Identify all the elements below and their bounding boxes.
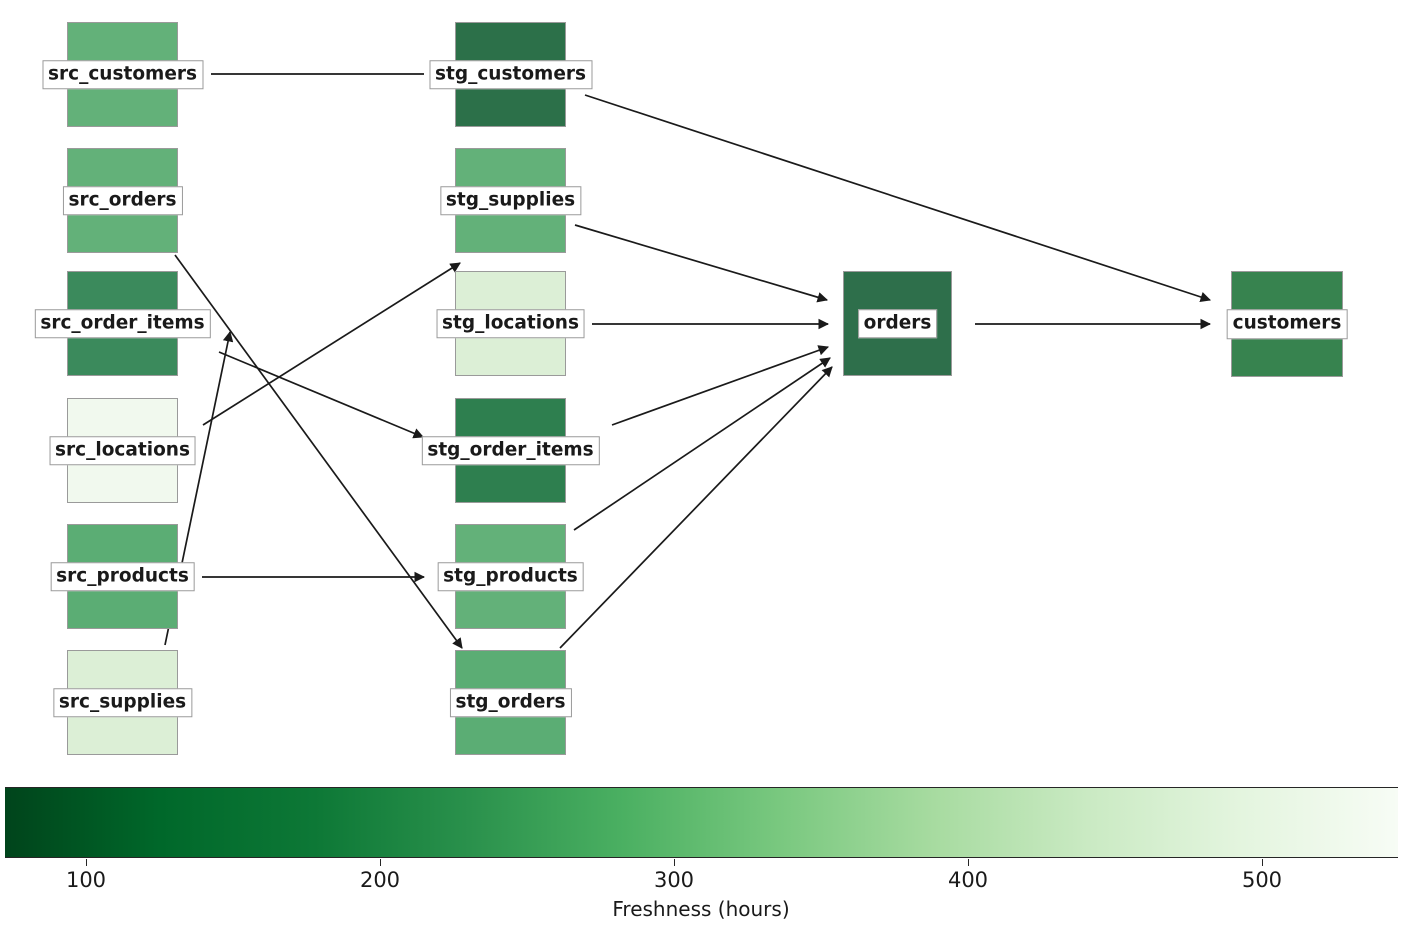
node-label-src_orders: src_orders bbox=[62, 185, 183, 216]
colorbar-tick-400 bbox=[968, 859, 969, 866]
colorbar-tick-500 bbox=[1262, 859, 1263, 866]
node-label-stg_products: stg_products bbox=[437, 561, 584, 592]
edge-stg_customers-to-customers bbox=[584, 94, 1212, 303]
node-label-stg_customers: stg_customers bbox=[428, 59, 593, 90]
node-label-orders: orders bbox=[857, 308, 938, 339]
colorbar-tick-label-200: 200 bbox=[359, 868, 401, 892]
edge-src_order_items-to-stg_order_items bbox=[218, 351, 424, 439]
colorbar-tick-label-400: 400 bbox=[947, 868, 989, 892]
edge-stg_orders-to-orders bbox=[559, 366, 833, 649]
node-label-src_order_items: src_order_items bbox=[34, 308, 211, 339]
edge-src_locations-to-stg_locations bbox=[202, 262, 461, 426]
colorbar bbox=[5, 787, 1398, 858]
colorbar-tick-100 bbox=[86, 859, 87, 866]
node-label-stg_supplies: stg_supplies bbox=[439, 185, 582, 216]
node-label-stg_locations: stg_locations bbox=[436, 308, 585, 339]
colorbar-tick-200 bbox=[380, 859, 381, 866]
colorbar-tick-label-100: 100 bbox=[65, 868, 107, 892]
edge-stg_supplies-to-orders bbox=[574, 224, 829, 303]
node-label-src_customers: src_customers bbox=[41, 59, 204, 90]
edge-stg_products-to-orders bbox=[573, 357, 831, 531]
colorbar-gradient bbox=[5, 787, 1398, 858]
node-label-stg_orders: stg_orders bbox=[449, 687, 572, 718]
edge-stg_order_items-to-orders bbox=[611, 345, 829, 426]
colorbar-tick-300 bbox=[674, 859, 675, 866]
colorbar-axis-label: Freshness (hours) bbox=[612, 897, 790, 921]
node-label-stg_order_items: stg_order_items bbox=[421, 435, 600, 466]
node-label-src_products: src_products bbox=[50, 561, 195, 592]
node-label-customers: customers bbox=[1226, 309, 1348, 339]
colorbar-tick-label-500: 500 bbox=[1241, 868, 1283, 892]
edges-group bbox=[164, 73, 1212, 649]
node-label-src_supplies: src_supplies bbox=[52, 687, 193, 718]
edge-src_orders-to-stg_orders bbox=[174, 254, 463, 649]
colorbar-tick-label-300: 300 bbox=[653, 868, 695, 892]
node-label-src_locations: src_locations bbox=[49, 435, 196, 466]
